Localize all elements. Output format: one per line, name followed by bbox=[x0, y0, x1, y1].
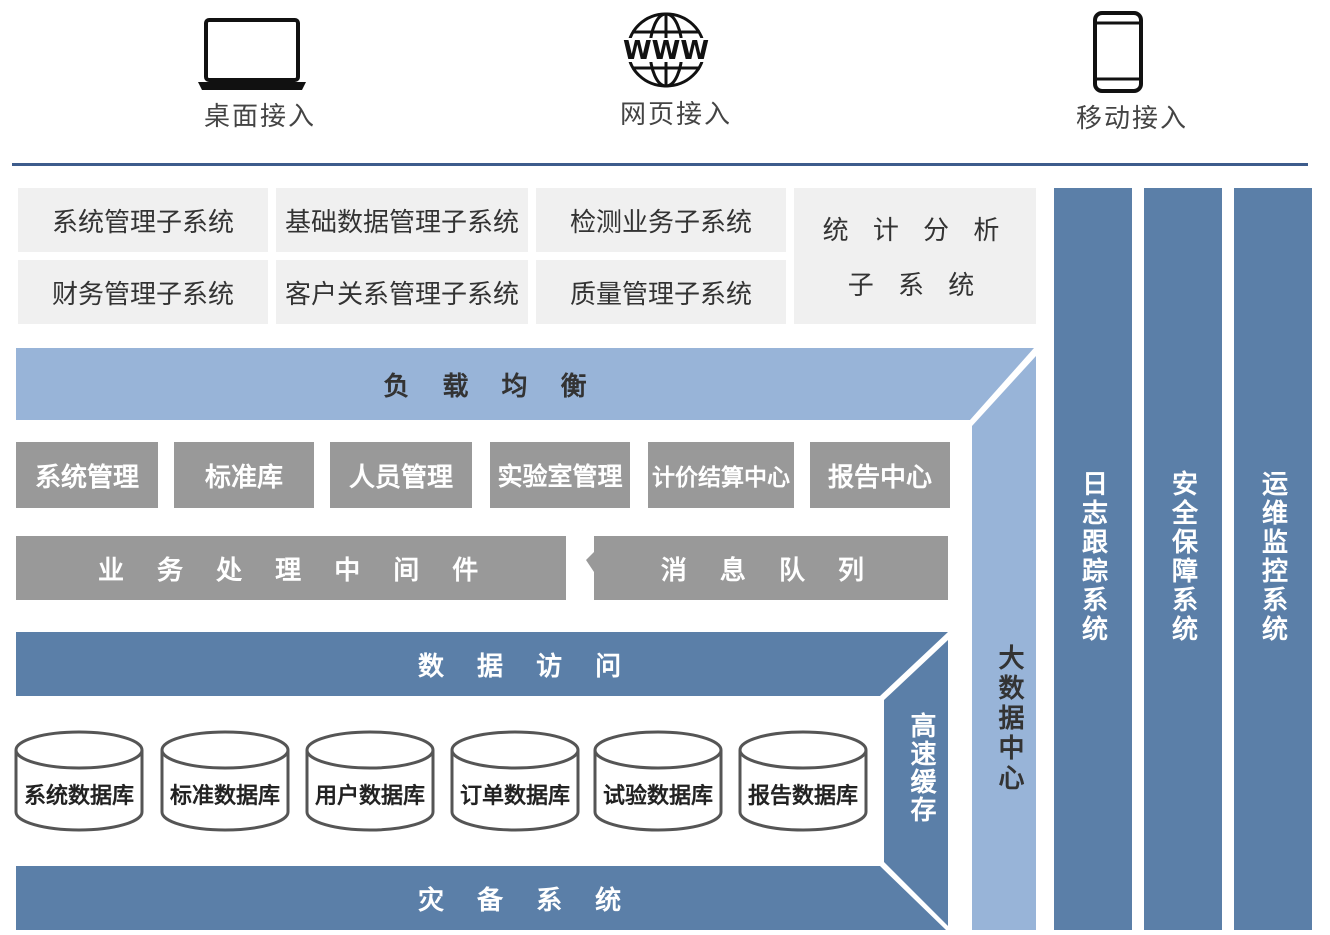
db-user: 用户数据库 bbox=[314, 784, 425, 809]
www-globe-icon: WWW bbox=[622, 12, 710, 88]
subsystem-statistics-analysis: 统 计 分 析 子 系 统 bbox=[794, 188, 1036, 324]
cache-label: 高速缓存 bbox=[906, 712, 936, 824]
database-cylinder bbox=[450, 730, 580, 832]
side-log-tracking: 日志跟踪系统 bbox=[1054, 188, 1132, 930]
mobile-access-label: 移动接入 bbox=[1075, 104, 1188, 134]
module-pricing-settlement: 计价结算中心 bbox=[648, 442, 794, 508]
subsystem-system-mgmt: 系统管理子系统 bbox=[18, 188, 268, 252]
module-standard-library: 标准库 bbox=[174, 442, 314, 508]
db-order: 订单数据库 bbox=[459, 784, 570, 809]
database-cylinder bbox=[14, 730, 144, 832]
side-security-label: 安全保障系统 bbox=[1167, 470, 1198, 644]
side-log-tracking-label: 日志跟踪系统 bbox=[1077, 470, 1108, 644]
data-access-label: 数 据 访 问 bbox=[418, 651, 634, 682]
module-system-mgmt: 系统管理 bbox=[16, 442, 158, 508]
subsystem-testing-business: 检测业务子系统 bbox=[536, 188, 786, 252]
load-balance-band bbox=[16, 348, 1034, 420]
message-queue-shape bbox=[586, 536, 948, 600]
side-ops-monitoring-label: 运维监控系统 bbox=[1257, 470, 1288, 644]
cache-column bbox=[884, 640, 948, 926]
module-lab-mgmt: 实验室管理 bbox=[490, 442, 630, 508]
db-system: 系统数据库 bbox=[23, 784, 134, 809]
www-icon-text: WWW bbox=[623, 36, 709, 66]
db-test: 试验数据库 bbox=[602, 784, 713, 809]
database-cylinder bbox=[738, 730, 868, 832]
module-personnel-mgmt: 人员管理 bbox=[330, 442, 472, 508]
subsystem-quality-mgmt: 质量管理子系统 bbox=[536, 260, 786, 324]
data-access-band bbox=[16, 632, 948, 696]
business-middleware: 业 务 处 理 中 间 件 bbox=[16, 536, 566, 600]
disaster-backup-label: 灾 备 系 统 bbox=[418, 885, 634, 916]
database-cylinder bbox=[305, 730, 435, 832]
load-balance-label: 负 载 均 衡 bbox=[383, 371, 599, 402]
desktop-access-label: 桌面接入 bbox=[203, 102, 316, 132]
subsystem-finance-mgmt: 财务管理子系统 bbox=[18, 260, 268, 324]
db-report: 报告数据库 bbox=[747, 784, 858, 809]
divider-line bbox=[12, 163, 1308, 166]
disaster-backup-band bbox=[16, 866, 946, 930]
side-security: 安全保障系统 bbox=[1144, 188, 1222, 930]
stats-line-2: 子 系 统 bbox=[847, 271, 983, 301]
database-cylinder bbox=[160, 730, 290, 832]
subsystem-basic-data-mgmt: 基础数据管理子系统 bbox=[276, 188, 528, 252]
message-queue-label: 消 息 队 列 bbox=[660, 555, 876, 586]
side-ops-monitoring: 运维监控系统 bbox=[1234, 188, 1312, 930]
stats-line-1: 统 计 分 析 bbox=[822, 216, 1008, 246]
access-layer: 桌面接入 WWW 网页接入 移动接入 bbox=[0, 0, 1330, 160]
web-access-label: 网页接入 bbox=[619, 100, 732, 130]
database-cylinder bbox=[593, 730, 723, 832]
big-data-label: 大数据中心 bbox=[994, 644, 1024, 794]
laptop-icon bbox=[198, 18, 306, 90]
big-data-column bbox=[972, 356, 1036, 930]
db-standard: 标准数据库 bbox=[169, 784, 280, 809]
module-report-center: 报告中心 bbox=[810, 442, 950, 508]
mobile-phone-icon bbox=[1093, 11, 1143, 93]
subsystem-customer-relation-mgmt: 客户关系管理子系统 bbox=[276, 260, 528, 324]
